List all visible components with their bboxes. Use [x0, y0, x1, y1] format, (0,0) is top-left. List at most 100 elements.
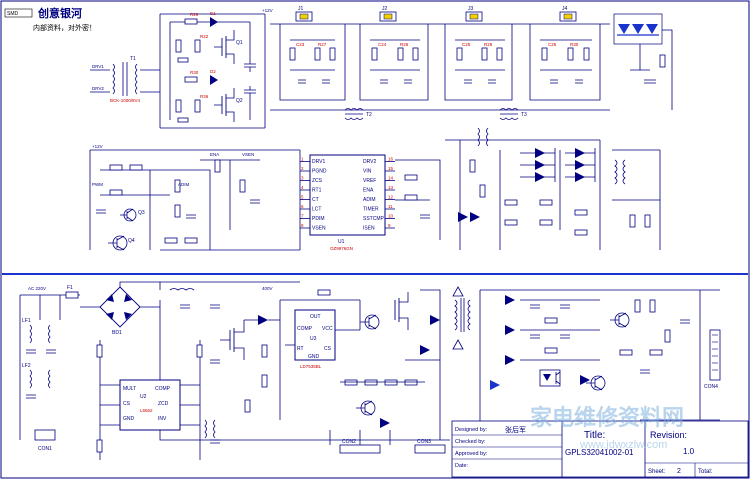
svg-text:R30: R30 — [190, 70, 199, 75]
net-adim: ADIM — [178, 182, 190, 187]
q2-label: Q2 — [236, 98, 243, 104]
sheet-value: 2 — [677, 468, 681, 475]
title-label: Title: — [584, 430, 605, 441]
diode-bank-b — [565, 148, 596, 182]
bridge-rectifier: BD1 — [80, 281, 160, 336]
title-block: Designed by: 张后军 Checked by: Approved by… — [451, 420, 749, 478]
svg-text:C26: C26 — [548, 42, 557, 47]
net-pwm: PWM — [92, 182, 103, 187]
t2-label: T2 — [366, 112, 372, 118]
mosfet-q1: Q1 — [214, 30, 243, 64]
svg-text:D2: D2 — [210, 69, 216, 74]
transistor-q4: Q4 — [108, 235, 135, 251]
flyback-section: CON4 CON2 CON3 — [300, 286, 721, 454]
u1-pin-number-left: 1 — [301, 157, 304, 162]
checked-by-label: Checked by: — [455, 439, 486, 445]
u1-pin-label-left: RT1 — [312, 188, 322, 194]
t3-label: T3 — [521, 112, 527, 118]
mains-input-section: AC 220V F1 LF1 LF2 CON1 BD1 — [19, 281, 300, 452]
svg-text:C24: C24 — [378, 42, 387, 47]
designed-by-label: Designed by: — [455, 427, 488, 433]
u2-name: U2 — [140, 394, 147, 400]
con1-label: CON1 — [38, 446, 52, 452]
header-badge-box — [4, 8, 33, 18]
bridge-label: BD1 — [112, 330, 122, 336]
u1-pin-label-left: ZCS — [312, 178, 323, 184]
sheet-label: Sheet: — [648, 469, 666, 475]
net-vin-top: +12V — [262, 8, 273, 13]
svg-text:R22: R22 — [200, 34, 209, 39]
u2-pin-zcd: ZCD — [158, 401, 169, 407]
u1-pin-label-right: SSTCMP — [363, 216, 385, 222]
ic-u2: MULT CS GND COMP ZCD INV U2 L6562 — [96, 315, 280, 460]
watermark: 家电维修资料网 www.jdwxzlw.com — [530, 405, 684, 451]
u2-body — [119, 379, 181, 431]
fuse-label: F1 — [67, 285, 73, 291]
transformer-t3: T3 — [499, 108, 527, 120]
u1-pin-label-left: VSEN — [312, 226, 326, 232]
u1-pin-label-left: LCT — [312, 207, 321, 213]
u1-pin-number-right: 11 — [388, 204, 393, 209]
u1-pin-number-right: 9 — [388, 223, 391, 228]
svg-text:R30: R30 — [570, 42, 579, 47]
u2-pin-gnd: GND — [123, 416, 135, 422]
u1-pin-number-right: 14 — [388, 176, 394, 181]
u1-name: U1 — [338, 239, 345, 245]
line-filter-lf2: LF2 — [22, 363, 51, 389]
header: SMD 创意银河 内部资料，对外密！ — [4, 6, 96, 32]
net-ena: ENA — [210, 152, 219, 157]
u1-pin-number-left: 7 — [301, 214, 304, 219]
title-value: GPLS32041002-01 — [565, 448, 634, 457]
u3-part: LD7535BL — [300, 364, 322, 369]
u1-pin-number-left: 4 — [301, 185, 304, 190]
transformer-t4 — [477, 127, 489, 147]
u1-pin-number-left: 5 — [301, 195, 304, 200]
con3-label: CON3 — [417, 439, 431, 445]
u3-pin-out: OUT — [310, 314, 321, 320]
lamp-stage-4: J4 C26 R30 — [529, 6, 601, 101]
date-label: Date: — [455, 463, 469, 469]
u1-pin-label-left: PDIM — [312, 216, 325, 222]
u2-pin-cs: CS — [123, 401, 131, 407]
transformer-t1: T1 BCK-1000/8V4 — [110, 56, 141, 103]
connector-j4: J4 — [562, 6, 568, 12]
revision-label: Revision: — [650, 430, 687, 440]
u1-pin-label-right: VREF — [363, 178, 376, 184]
feedback-section: +12V PWM ADIM ENA VSEN Q3 Q4 — [89, 144, 300, 251]
q3-label: Q3 — [138, 210, 145, 216]
u3-pin-gnd: GND — [308, 354, 320, 360]
svg-text:R28: R28 — [400, 42, 409, 47]
u1-pin-number-left: 8 — [301, 223, 304, 228]
logo-text: 创意银河 — [37, 6, 82, 20]
u1-pin-label-right: TIMER — [363, 207, 379, 213]
approved-by-label: Approved by: — [455, 451, 488, 457]
u1-pin-number-right: 16 — [388, 157, 394, 162]
net-vsen: VSEN — [242, 152, 254, 157]
watermark-text: 家电维修资料网 — [530, 405, 684, 431]
connector-con3: CON3 — [414, 439, 446, 454]
u1-pin-label-left: PGND — [312, 169, 327, 175]
lf2-label: LF2 — [22, 363, 31, 369]
protection-section — [445, 127, 661, 250]
u2-part: L6562 — [140, 408, 153, 413]
ic-u3: OUT COMP VCC RT CS GND U3 LD7535BL — [279, 289, 441, 440]
u3-name: U3 — [310, 336, 317, 342]
u3-pin-rt: RT — [297, 346, 304, 352]
total-label: Total: — [698, 469, 713, 475]
u2-pin-comp: COMP — [155, 386, 171, 392]
u1-pin-label-right: DRV2 — [363, 159, 376, 165]
u1-pin-number-right: 12 — [388, 195, 394, 200]
u1-pin-label-right: ENA — [363, 188, 374, 194]
lf1-label: LF1 — [22, 318, 31, 324]
output-connector-con4: CON4 — [704, 329, 721, 390]
net-mains: AC 220V — [28, 286, 46, 291]
t1-part: BCK-1000/8V4 — [110, 98, 141, 103]
connector-j1: J1 — [298, 6, 304, 12]
svg-text:C23: C23 — [296, 42, 305, 47]
